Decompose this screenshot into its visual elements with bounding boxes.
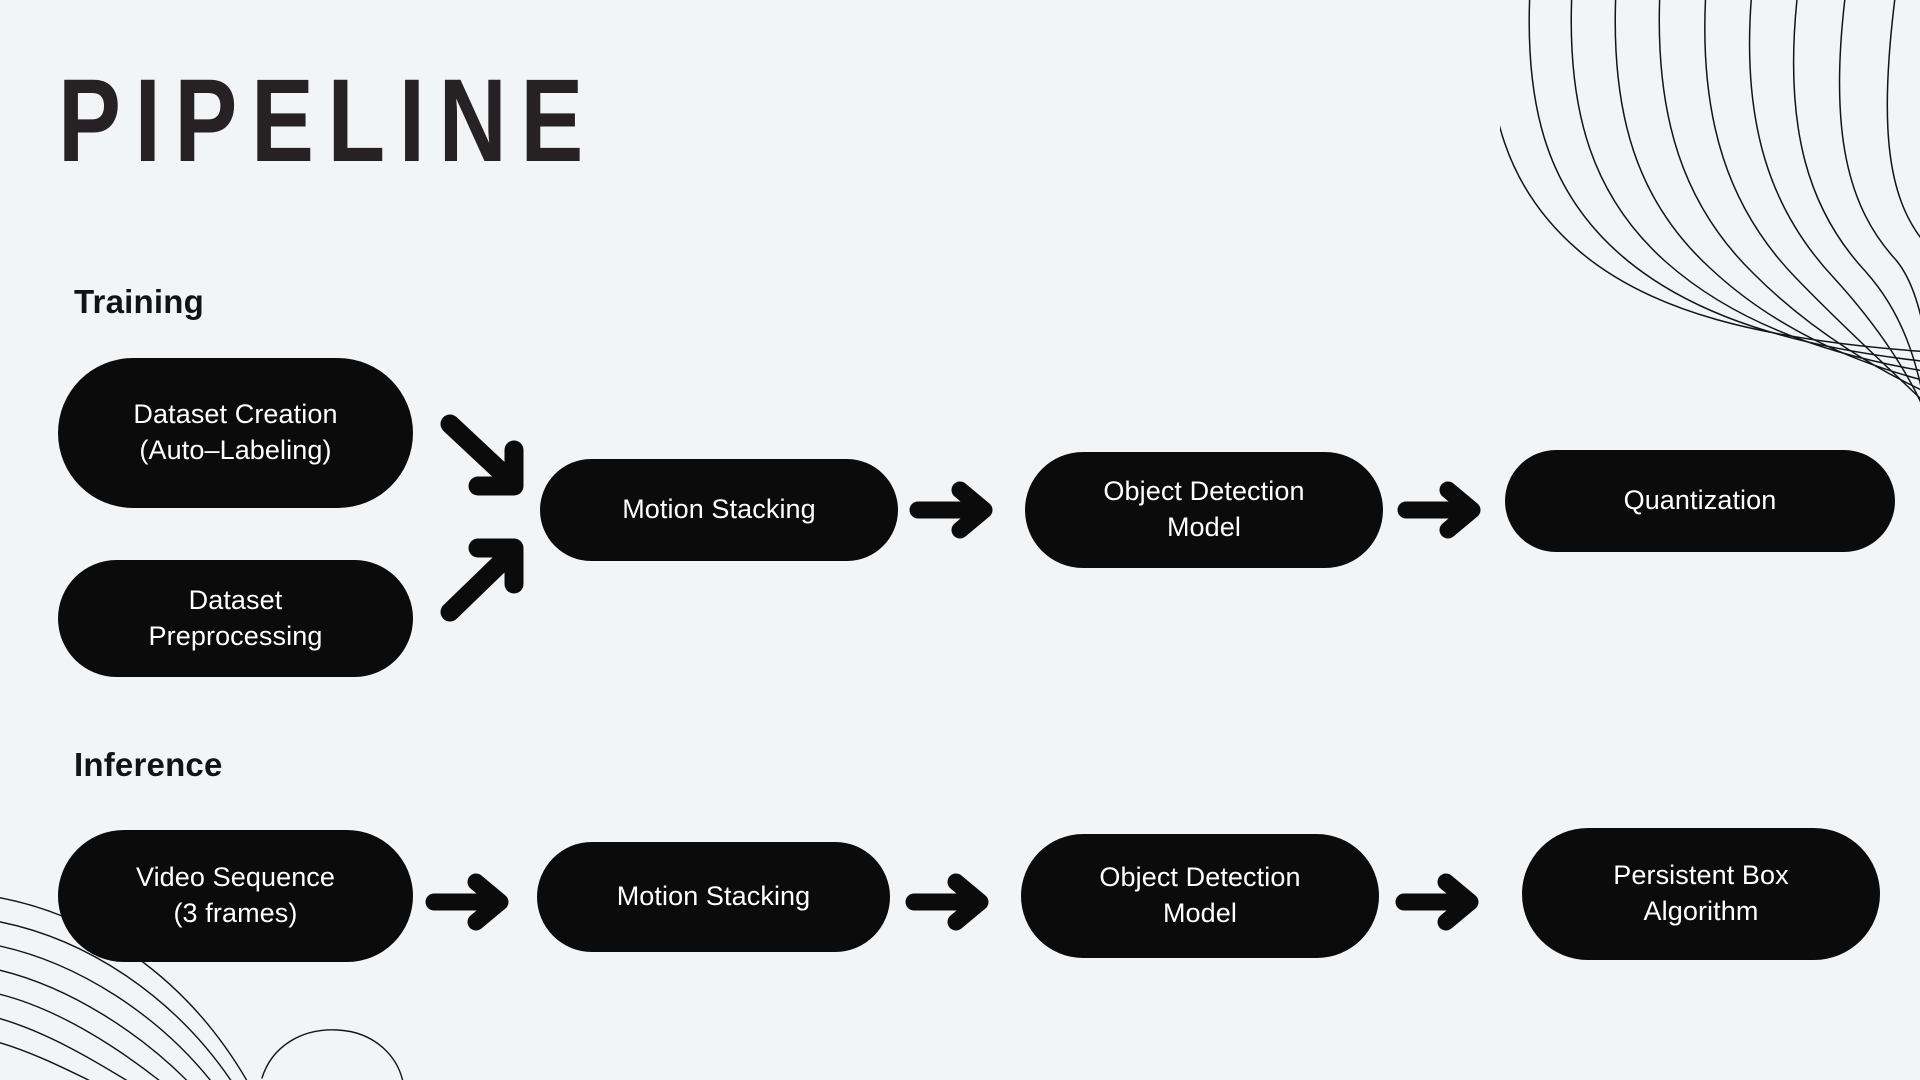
page-title: PIPELINE — [58, 55, 597, 187]
node-line: (3 frames) — [173, 898, 298, 928]
arrow-detection-to-quantization-icon — [1397, 481, 1482, 539]
node-line: Motion Stacking — [622, 494, 816, 525]
section-label-inference: Inference — [74, 746, 223, 783]
node-motion-stacking-inference[interactable]: Motion Stacking — [537, 842, 890, 952]
node-line: Persistent Box — [1613, 860, 1789, 891]
node-line: Object Detection — [1099, 862, 1301, 893]
arrow-stacking-to-detection-training-icon — [909, 481, 994, 539]
arrow-creation-to-stacking-icon — [438, 412, 534, 508]
node-line: Model — [1162, 898, 1238, 928]
section-label-training: Training — [74, 283, 204, 320]
node-line: Motion Stacking — [616, 881, 811, 912]
arrow-video-to-stacking-icon — [425, 873, 510, 931]
node-video-sequence[interactable]: Video Sequence (3 frames) — [58, 830, 413, 962]
arrow-stacking-to-detection-inference-icon — [905, 873, 990, 931]
node-persistent-box-algorithm[interactable]: Persistent Box Algorithm — [1522, 828, 1880, 960]
node-line: Dataset Creation — [133, 399, 338, 430]
node-line: Object Detection — [1103, 476, 1305, 507]
node-line: Quantization — [1623, 485, 1777, 516]
node-line: Preprocessing — [148, 620, 323, 651]
arrow-detection-to-persistent-icon — [1395, 873, 1480, 931]
node-line: Dataset — [188, 584, 283, 615]
node-quantization[interactable]: Quantization — [1505, 450, 1895, 552]
node-dataset-preprocessing[interactable]: Dataset Preprocessing — [58, 560, 413, 677]
node-line: (Auto–Labeling) — [139, 435, 332, 465]
node-object-detection-model-inference[interactable]: Object Detection Model — [1021, 834, 1379, 958]
node-line: Algorithm — [1643, 896, 1759, 926]
node-line: Model — [1166, 512, 1242, 542]
arrow-preprocessing-to-stacking-icon — [438, 530, 534, 626]
node-dataset-creation[interactable]: Dataset Creation (Auto–Labeling) — [58, 358, 413, 508]
node-object-detection-model-training[interactable]: Object Detection Model — [1025, 452, 1383, 568]
node-motion-stacking-training[interactable]: Motion Stacking — [540, 459, 898, 561]
node-line: Video Sequence — [135, 862, 336, 893]
